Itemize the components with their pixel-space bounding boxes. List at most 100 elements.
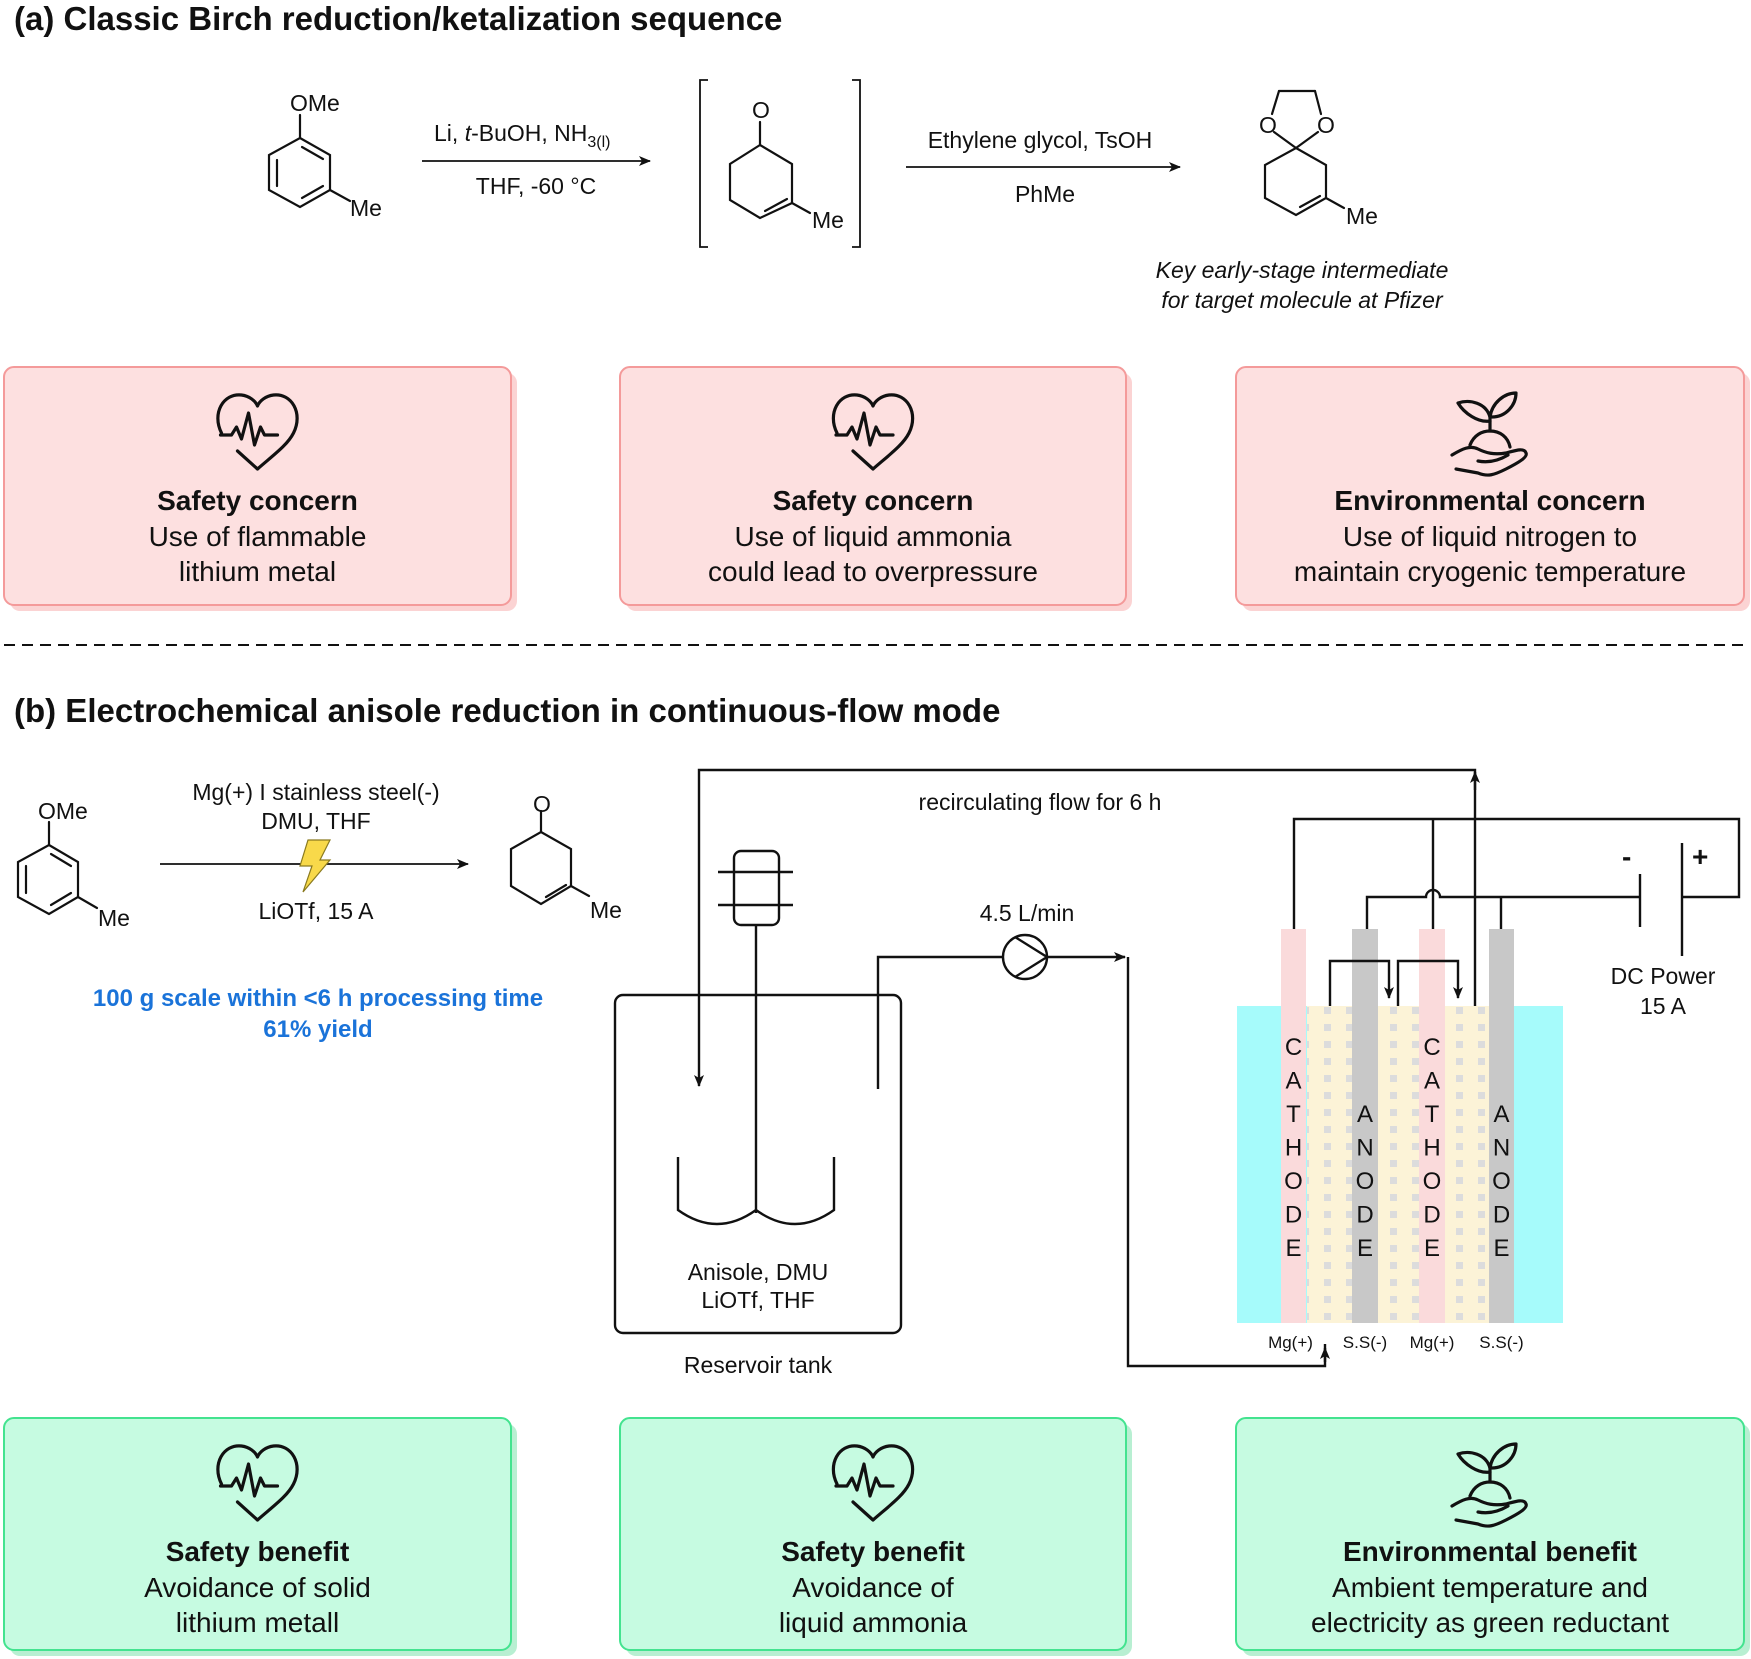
plus-sign: +	[1692, 841, 1708, 872]
caption-line-2: for target molecule at Pfizer	[1161, 287, 1444, 313]
reaction-arrow-2: Ethylene glycol, TsOH PhMe	[906, 127, 1181, 207]
electrode-letter: N	[1356, 1135, 1373, 1162]
intermediate-enone: O Me	[699, 79, 861, 248]
card-description: Avoidance of solid	[144, 1572, 371, 1603]
card-description: electricity as green reductant	[1311, 1607, 1669, 1638]
flow-setup: recirculating flow for 6 h Anisole, DMU …	[613, 768, 1741, 1378]
flow-rate-label: 4.5 L/min	[980, 900, 1075, 926]
electrode-material: Mg(+)	[1410, 1333, 1455, 1352]
start-material-a: OMe Me	[267, 90, 382, 221]
card-heading: Environmental benefit	[1343, 1536, 1637, 1567]
electrode-letter: D	[1493, 1202, 1510, 1229]
reaction-arrow-electro: Mg(+) I stainless steel(-) DMU, THF LiOT…	[160, 779, 469, 924]
heart-pulse-icon	[216, 393, 299, 471]
ketal-o-left: O	[1259, 112, 1277, 138]
minus-sign: -	[1622, 841, 1631, 872]
electrode-letter: A	[1424, 1068, 1440, 1095]
card-heading: Safety concern	[773, 485, 974, 516]
solvent-conditions: DMU, THF	[261, 808, 370, 834]
electrode-letter: D	[1285, 1202, 1302, 1229]
plant-hand-icon	[1450, 1442, 1528, 1528]
electrode-letter: O	[1423, 1168, 1442, 1195]
electrode-conditions: Mg(+) I stainless steel(-)	[192, 779, 439, 805]
section-a-title: (a) Classic Birch reduction/ketalization…	[14, 0, 782, 37]
stirrer-motor	[732, 849, 781, 927]
card-heading: Safety benefit	[781, 1536, 965, 1567]
card-description: maintain cryogenic temperature	[1294, 556, 1686, 587]
card-description: Avoidance of	[792, 1572, 954, 1603]
card-description: lithium metal	[179, 556, 336, 587]
tank-contents-2: LiOTf, THF	[701, 1287, 814, 1313]
electrode-letter: O	[1284, 1168, 1303, 1195]
step2-reagents: Ethylene glycol, TsOH	[928, 127, 1153, 153]
tank-label: Reservoir tank	[684, 1352, 833, 1378]
me-label: Me	[590, 897, 622, 923]
electrode-material: Mg(+)	[1268, 1333, 1313, 1352]
electrode-letter: O	[1356, 1168, 1375, 1195]
current-label: 15 A	[1640, 993, 1687, 1019]
card-description: lithium metall	[176, 1607, 339, 1638]
tank-contents-1: Anisole, DMU	[688, 1259, 829, 1285]
section-b-title: (b) Electrochemical anisole reduction in…	[14, 692, 1000, 729]
card-description: Use of flammable	[149, 521, 367, 552]
me-label: Me	[1346, 203, 1378, 229]
electrode-letter: T	[1286, 1101, 1301, 1128]
step2-conditions: PhMe	[1015, 181, 1075, 207]
electrode-letter: E	[1285, 1235, 1301, 1262]
electrode-material: S.S(-)	[1343, 1333, 1387, 1352]
card-description: Ambient temperature and	[1332, 1572, 1648, 1603]
caption-line-1: Key early-stage intermediate	[1156, 257, 1449, 283]
carbonyl-o: O	[752, 97, 770, 123]
scale-highlight: 100 g scale within <6 h processing time	[93, 985, 543, 1012]
electrode-material: S.S(-)	[1479, 1333, 1523, 1352]
step1-conditions: THF, -60 °C	[476, 173, 596, 199]
cathode-wire	[1292, 817, 1741, 929]
yield-highlight: 61% yield	[263, 1016, 372, 1043]
heart-pulse-icon	[831, 393, 915, 471]
product-enone: O Me	[509, 791, 622, 923]
me-label: Me	[350, 195, 382, 221]
card-description: Use of liquid nitrogen to	[1343, 521, 1637, 552]
dc-power-label: DC Power	[1611, 963, 1716, 989]
plant-hand-icon	[1450, 391, 1528, 477]
me-label: Me	[98, 905, 130, 931]
heart-pulse-icon	[831, 1444, 915, 1522]
electrode-letter: D	[1356, 1202, 1373, 1229]
anode-wire	[1365, 888, 1640, 929]
card-description: Use of liquid ammonia	[734, 521, 1011, 552]
me-label: Me	[812, 207, 844, 233]
electrode-letter: E	[1357, 1235, 1373, 1262]
electrode-letter: C	[1285, 1034, 1302, 1061]
ome-label: OMe	[290, 90, 340, 116]
carbonyl-o: O	[533, 791, 551, 817]
heart-pulse-icon	[216, 1444, 299, 1522]
electrode-letter: T	[1425, 1101, 1440, 1128]
electrode-letter: O	[1492, 1168, 1511, 1195]
electrode-letter: D	[1423, 1202, 1440, 1229]
electrode-letter: A	[1285, 1068, 1301, 1095]
recirculation-line	[694, 768, 1477, 1087]
pump-icon	[1001, 933, 1049, 981]
electrode-letter: N	[1493, 1135, 1510, 1162]
electrode-letter: A	[1493, 1101, 1509, 1128]
electrode-letter: H	[1423, 1135, 1440, 1162]
electrode-letter: E	[1493, 1235, 1509, 1262]
electrolyte-conditions: LiOTf, 15 A	[258, 898, 374, 924]
card-heading: Safety concern	[157, 485, 358, 516]
electrode-letter: H	[1285, 1135, 1302, 1162]
lightning-bolt-icon	[299, 839, 332, 893]
card-description: could lead to overpressure	[708, 556, 1038, 587]
reservoir-tank	[613, 993, 903, 1335]
